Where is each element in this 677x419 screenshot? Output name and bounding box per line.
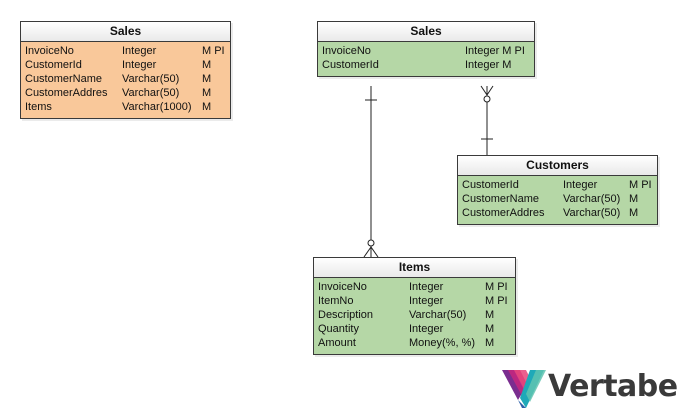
column-flags: M bbox=[202, 101, 212, 113]
column-type: Varchar(50) bbox=[409, 309, 467, 321]
column-type: Varchar(50) bbox=[122, 87, 180, 99]
entity-title: Sales bbox=[21, 22, 230, 42]
column-row: CustomerName Varchar(50) M bbox=[462, 192, 653, 206]
entity-columns: InvoiceNo Integer M PI CustomerId Integer … bbox=[318, 42, 534, 76]
column-row: ItemNo Integer M PI bbox=[318, 294, 511, 308]
column-name: CustomerName bbox=[25, 73, 103, 85]
column-row: Quantity Integer M bbox=[318, 322, 511, 336]
vertabelo-logo-text: Vertabelo bbox=[548, 369, 677, 404]
column-row: CustomerName Varchar(50) M bbox=[25, 72, 226, 86]
entity-columns: InvoiceNo Integer M PI CustomerId Integer M … bbox=[21, 42, 230, 118]
column-flags: M bbox=[202, 87, 212, 99]
column-type: Varchar(50) bbox=[563, 207, 621, 219]
column-row: InvoiceNo Integer M PI bbox=[318, 280, 511, 294]
column-name: CustomerId bbox=[462, 179, 519, 191]
column-type: Integer bbox=[409, 295, 444, 307]
column-name: CustomerId bbox=[322, 59, 379, 71]
column-type: Varchar(50) bbox=[563, 193, 621, 205]
column-name: InvoiceNo bbox=[318, 281, 367, 293]
column-row: InvoiceNo Integer M PI bbox=[322, 44, 530, 58]
column-row: CustomerAddres Varchar(50) M bbox=[25, 86, 226, 100]
column-type: Integer bbox=[122, 59, 157, 71]
column-flags: M PI bbox=[485, 281, 508, 293]
rel-customers-sales-crowfoot-left bbox=[480, 85, 488, 96]
entity-title: Items bbox=[314, 258, 515, 278]
column-row: CustomerId Integer M PI bbox=[462, 178, 653, 192]
column-row: Amount Money(%, %) M bbox=[318, 336, 511, 350]
column-flags: M bbox=[485, 323, 495, 335]
column-type: Varchar(50) bbox=[122, 73, 180, 85]
column-name: ItemNo bbox=[318, 295, 354, 307]
vertabelo-logo: Vertabelo bbox=[500, 366, 677, 410]
column-flags: M bbox=[485, 309, 495, 321]
rel-sales-items-optional-circle bbox=[367, 239, 375, 247]
column-row: CustomerId Integer M bbox=[322, 58, 530, 72]
column-flags: M bbox=[485, 337, 495, 349]
column-flags: M PI bbox=[629, 179, 652, 191]
vertabelo-logo-icon bbox=[502, 370, 546, 408]
column-row: CustomerId Integer M bbox=[25, 58, 226, 72]
column-row: CustomerAddres Varchar(50) M bbox=[462, 206, 653, 220]
column-type: Money(%, %) bbox=[409, 337, 476, 349]
column-type: Integer bbox=[409, 281, 444, 293]
rel-sales-items-crowfoot-right bbox=[370, 246, 379, 258]
column-flags: M bbox=[629, 207, 639, 219]
column-name: InvoiceNo bbox=[25, 45, 74, 57]
rel-customers-sales-crowfoot-right bbox=[486, 85, 494, 96]
column-name: Quantity bbox=[318, 323, 359, 335]
column-type: Integer M bbox=[465, 59, 512, 71]
column-name: InvoiceNo bbox=[322, 45, 371, 57]
column-name: Items bbox=[25, 101, 52, 113]
column-name: Description bbox=[318, 309, 374, 321]
column-row: Description Varchar(50) M bbox=[318, 308, 511, 322]
column-flags: M PI bbox=[202, 45, 225, 57]
column-type: Varchar(1000) bbox=[122, 101, 192, 113]
entity-title: Sales bbox=[318, 22, 534, 42]
entity-title: Customers bbox=[458, 156, 657, 176]
column-flags: M PI bbox=[485, 295, 508, 307]
column-flags: M bbox=[629, 193, 639, 205]
column-row: Items Varchar(1000) M bbox=[25, 100, 226, 114]
entity-customers[interactable]: Customers CustomerId Integer M PI Customer… bbox=[457, 155, 658, 225]
column-name: CustomerName bbox=[462, 193, 540, 205]
column-name: CustomerId bbox=[25, 59, 82, 71]
column-name: CustomerAddres bbox=[25, 87, 108, 99]
rel-sales-items-crowfoot-left bbox=[363, 246, 372, 258]
column-name: CustomerAddres bbox=[462, 207, 545, 219]
column-flags: M bbox=[202, 59, 212, 71]
column-type: Integer bbox=[409, 323, 444, 335]
column-type: Integer bbox=[563, 179, 598, 191]
column-flags: M bbox=[202, 73, 212, 85]
column-name: Amount bbox=[318, 337, 356, 349]
column-type: Integer M PI bbox=[465, 45, 525, 57]
column-type: Integer bbox=[122, 45, 157, 57]
rel-customers-sales-optional-circle bbox=[483, 95, 491, 103]
column-row: InvoiceNo Integer M PI bbox=[25, 44, 226, 58]
